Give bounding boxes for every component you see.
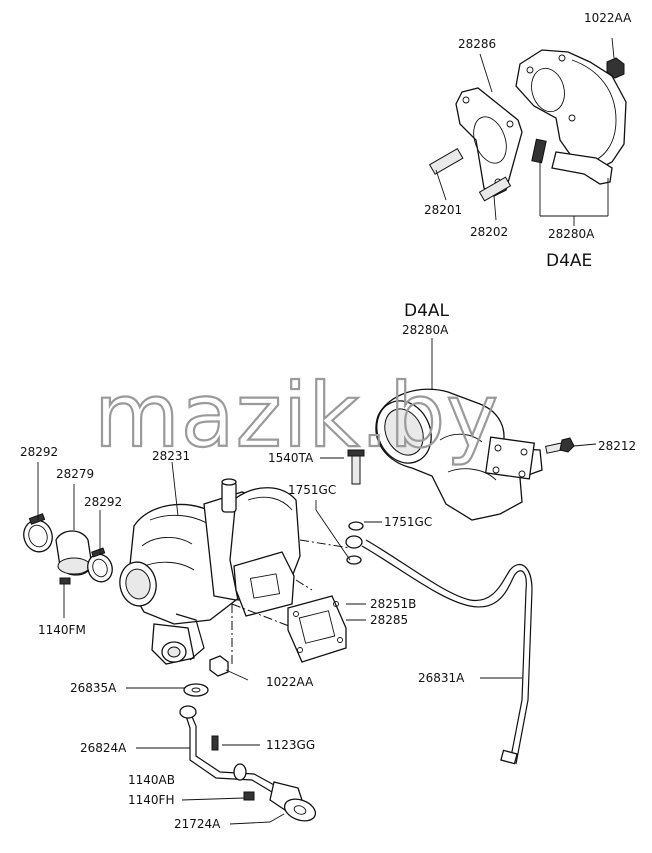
label-1022AA-bottom: 1022AA (266, 675, 314, 689)
watermark: mazik.by (94, 364, 499, 467)
label-21724A: 21724A (174, 817, 221, 831)
gasket-28251B-28285 (287, 595, 366, 663)
stud-28201 (428, 147, 464, 201)
banjo-fittings (315, 449, 382, 565)
label-1140AB: 1140AB (128, 773, 175, 787)
pipe-26824A (189, 711, 277, 787)
label-1751GC-b: 1751GC (384, 515, 432, 529)
label-28212: 28212 (598, 439, 636, 453)
label-26835A: 26835A (70, 681, 117, 695)
label-28201: 28201 (424, 203, 462, 217)
label-1123GG: 1123GG (266, 738, 315, 752)
label-1140FH: 1140FH (128, 793, 174, 807)
washer-1751GC-bottom (346, 555, 362, 565)
label-28279: 28279 (56, 467, 94, 481)
label-1022AA-top: 1022AA (584, 11, 632, 25)
turbocharger-28231 (119, 478, 301, 681)
label-26831A: 26831A (418, 671, 465, 685)
pipe-26831A (361, 539, 533, 765)
label-28280A-top: 28280A (548, 227, 595, 241)
engine-label-d4al: D4AL (404, 301, 450, 321)
stud-28202 (478, 176, 512, 221)
label-28285: 28285 (370, 613, 408, 627)
nut-1022AA-bottom (209, 655, 229, 677)
engine-label-d4ae: D4AE (546, 251, 592, 271)
label-28251B: 28251B (370, 597, 416, 611)
hose-and-clamps (23, 461, 179, 618)
label-28202: 28202 (470, 225, 508, 239)
flange-21724A (283, 798, 317, 822)
label-28280A-mid: 28280A (402, 323, 449, 337)
label-28286: 28286 (458, 37, 496, 51)
label-1140FM: 1140FM (38, 623, 86, 637)
oil-feed-assembly (126, 683, 317, 825)
label-1751GC-a: 1751GC (288, 483, 336, 497)
label-1540TA: 1540TA (268, 451, 314, 465)
label-28292-a: 28292 (20, 445, 58, 459)
part-labels: 1022AA 28286 28201 28202 28280A D4AE D4A… (20, 11, 636, 831)
label-28292-b: 28292 (84, 495, 122, 509)
bolt-28212 (545, 437, 597, 454)
label-26824A: 26824A (80, 741, 127, 755)
d4ae-assembly (428, 37, 627, 226)
gasket-26835A (183, 683, 209, 697)
d4al-elbow-assembly (375, 338, 597, 521)
elbow-28280A-d4ae (515, 49, 627, 171)
washer-1751GC-top (348, 521, 364, 531)
label-28231: 28231 (152, 449, 190, 463)
gasket-28286 (455, 87, 523, 197)
nut-1022AA-top (606, 57, 625, 79)
assembly-centerlines (231, 539, 351, 664)
